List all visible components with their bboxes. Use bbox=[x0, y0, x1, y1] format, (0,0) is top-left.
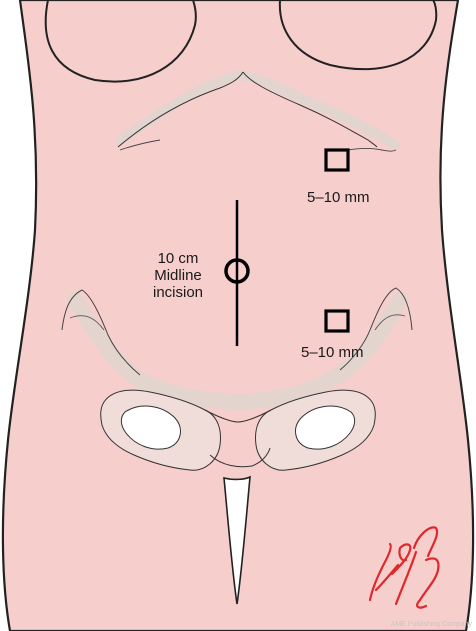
publisher-watermark: AME Publishing Company bbox=[391, 621, 472, 628]
upper-port-label: 5–10 mm bbox=[307, 189, 370, 206]
midline-incision-label: 10 cm Midline incision bbox=[128, 250, 228, 301]
midline-label-incision: incision bbox=[128, 284, 228, 301]
midline-label-type: Midline bbox=[128, 267, 228, 284]
lower-port-label: 5–10 mm bbox=[301, 344, 364, 361]
midline-label-size: 10 cm bbox=[128, 250, 228, 267]
